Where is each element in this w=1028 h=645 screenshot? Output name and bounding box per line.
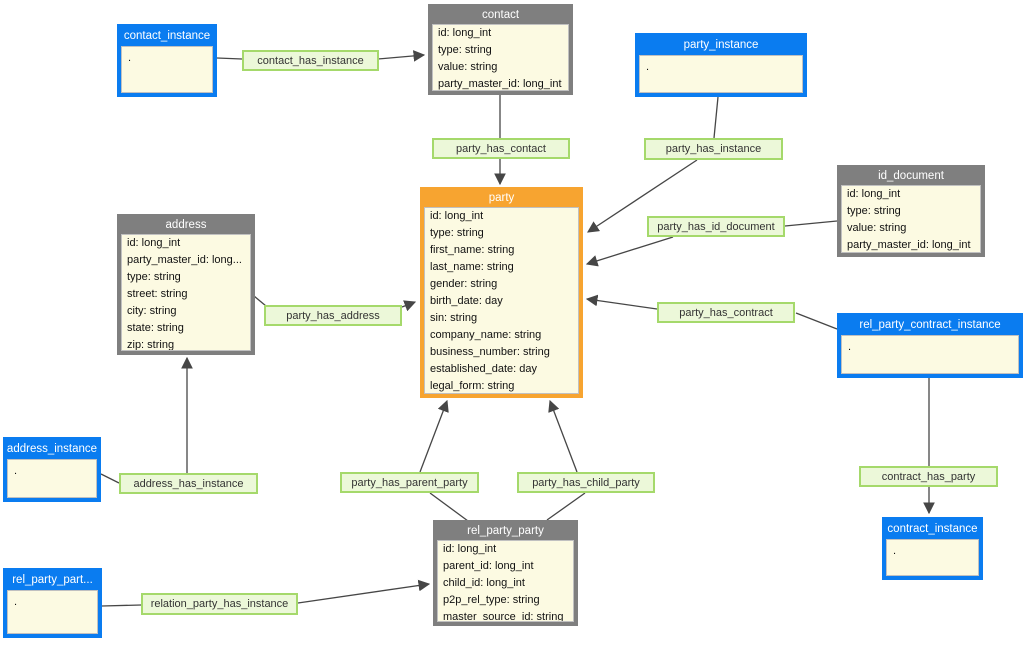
entity-id-document-body: id: long_int type: string value: string … <box>841 185 981 253</box>
connector-address-to-label <box>253 295 267 307</box>
field-contact-id: id: long_int <box>438 27 492 39</box>
instance-address-instance[interactable]: address_instance . <box>3 437 101 502</box>
connector-address-instance-to-label <box>100 473 120 484</box>
connector-relcontract-to-label <box>795 312 838 330</box>
relationship-contact-has-instance[interactable]: contact_has_instance <box>242 50 379 71</box>
field-party-birth-date: birth_date: day <box>430 295 503 307</box>
relationship-relation-party-has-instance[interactable]: relation_party_has_instance <box>141 593 298 615</box>
instance-address-instance-body: . <box>7 459 97 498</box>
field-address-city: city: string <box>127 305 177 317</box>
field-id-document-party-master-id: party_master_id: long_int <box>847 239 971 251</box>
entity-party[interactable]: party id: long_int type: string first_na… <box>420 187 583 398</box>
instance-contact-instance-title: contact_instance <box>123 30 211 42</box>
connector-label-to-party-left <box>401 300 417 312</box>
field-id-document-value: value: string <box>847 222 907 234</box>
field-contact-party-master-id: party_master_id: long_int <box>438 78 562 90</box>
field-party-first-name: first_name: string <box>430 244 515 256</box>
relationship-party-has-child-party[interactable]: party_has_child_party <box>517 472 655 493</box>
connector-label-to-party-right-1 <box>587 159 698 233</box>
field-party-gender: gender: string <box>430 278 498 290</box>
field-rel-party-party-id: id: long_int <box>443 543 497 555</box>
connector-contact-instance-to-label <box>216 57 243 60</box>
field-rel-party-party-parent-id: parent_id: long_int <box>443 560 534 572</box>
relationship-address-has-instance[interactable]: address_has_instance <box>119 473 258 494</box>
field-party-last-name: last_name: string <box>430 261 514 273</box>
instance-rel-party-instance-body: . <box>7 590 98 634</box>
instance-address-instance-title: address_instance <box>6 443 98 455</box>
connector-parent-label-to-party-bottom <box>419 399 449 473</box>
entity-contact-title: contact <box>481 9 520 21</box>
instance-contract-instance-body: . <box>886 539 979 576</box>
instance-party-instance-body: . <box>639 55 803 93</box>
field-party-company-name: company_name: string <box>430 329 542 341</box>
instance-party-instance-title: party_instance <box>683 39 759 51</box>
entity-contact-body: id: long_int type: string value: string … <box>432 24 569 91</box>
relationship-contract-has-party[interactable]: contract_has_party <box>859 466 998 487</box>
entity-contact[interactable]: contact id: long_int type: string value:… <box>428 4 573 95</box>
connector-relpartyparty-to-parent-label <box>429 492 469 522</box>
instance-contract-instance-title: contract_instance <box>887 523 978 535</box>
relationship-party-has-contact[interactable]: party_has_contact <box>432 138 570 159</box>
connector-id-document-to-label <box>784 220 838 227</box>
entity-id-document[interactable]: id_document id: long_int type: string va… <box>837 165 985 257</box>
instance-party-instance-dot: . <box>646 61 650 73</box>
entity-id-document-title: id_document <box>878 170 944 182</box>
relationship-party-has-address[interactable]: party_has_address <box>264 305 402 326</box>
instance-contact-instance[interactable]: contact_instance . <box>117 24 217 97</box>
instance-address-instance-dot: . <box>14 465 18 477</box>
connector-party-instance-to-label <box>713 96 719 139</box>
field-address-party-master-id: party_master_id: long... <box>127 254 242 266</box>
instance-contract-instance-dot: . <box>893 545 897 557</box>
connector-label-to-contact <box>377 50 426 62</box>
field-party-established-date: established_date: day <box>430 363 538 375</box>
instance-rel-party-instance-title: rel_party_part... <box>12 574 93 586</box>
field-address-type: type: string <box>127 271 181 283</box>
field-id-document-id: id: long_int <box>847 188 901 200</box>
relationship-party-has-id-document[interactable]: party_has_id_document <box>647 216 785 237</box>
field-rel-party-party-p2p-rel-type: p2p_rel_type: string <box>443 594 540 606</box>
connector-relpartyparty-to-child-label <box>546 492 586 521</box>
instance-party-instance[interactable]: party_instance . <box>635 33 807 97</box>
field-party-type: type: string <box>430 227 484 239</box>
field-party-legal-form: legal_form: string <box>430 380 515 392</box>
connector-relinstance-to-label <box>101 604 142 607</box>
field-id-document-type: type: string <box>847 205 901 217</box>
field-address-id: id: long_int <box>127 237 181 249</box>
field-address-street: street: string <box>127 288 188 300</box>
field-party-id: id: long_int <box>430 210 484 222</box>
connector-child-label-to-party-bottom <box>548 399 578 473</box>
entity-rel-party-party-title: rel_party_party <box>467 525 544 537</box>
instance-rel-party-contract-instance-body: . <box>841 335 1019 374</box>
entity-address-title: address <box>165 219 207 231</box>
instance-contact-instance-dot: . <box>128 52 132 64</box>
field-rel-party-party-master-source-id: master_source_id: string <box>443 611 564 622</box>
entity-rel-party-party[interactable]: rel_party_party id: long_int parent_id: … <box>433 520 578 626</box>
field-contact-value: value: string <box>438 61 498 73</box>
relationship-party-has-instance[interactable]: party_has_instance <box>644 138 783 160</box>
field-rel-party-party-child-id: child_id: long_int <box>443 577 525 589</box>
field-contact-type: type: string <box>438 44 492 56</box>
instance-rel-party-contract-instance[interactable]: rel_party_contract_instance . <box>837 313 1023 378</box>
entity-rel-party-party-body: id: long_int parent_id: long_int child_i… <box>437 540 574 622</box>
instance-rel-party-contract-instance-title: rel_party_contract_instance <box>859 319 1001 331</box>
field-address-zip: zip: string <box>127 339 175 351</box>
field-party-sin: sin: string <box>430 312 478 324</box>
field-party-business-number: business_number: string <box>430 346 550 358</box>
entity-address[interactable]: address id: long_int party_master_id: lo… <box>117 214 255 355</box>
instance-rel-party-contract-instance-dot: . <box>848 341 852 353</box>
field-address-state: state: string <box>127 322 184 334</box>
connector-label-to-relpartyparty <box>297 579 431 604</box>
instance-contract-instance[interactable]: contract_instance . <box>882 517 983 580</box>
instance-contact-instance-body: . <box>121 46 213 93</box>
instance-rel-party-instance-dot: . <box>14 596 18 608</box>
connector-label-to-party-right-3 <box>585 294 658 310</box>
relationship-party-has-contract[interactable]: party_has_contract <box>657 302 795 323</box>
connector-label-to-party-right-2 <box>585 236 674 267</box>
relationship-party-has-parent-party[interactable]: party_has_parent_party <box>340 472 479 493</box>
entity-party-title: party <box>488 192 515 204</box>
instance-rel-party-instance[interactable]: rel_party_part... . <box>3 568 102 638</box>
entity-party-body: id: long_int type: string first_name: st… <box>424 207 579 394</box>
entity-address-body: id: long_int party_master_id: long... ty… <box>121 234 251 351</box>
